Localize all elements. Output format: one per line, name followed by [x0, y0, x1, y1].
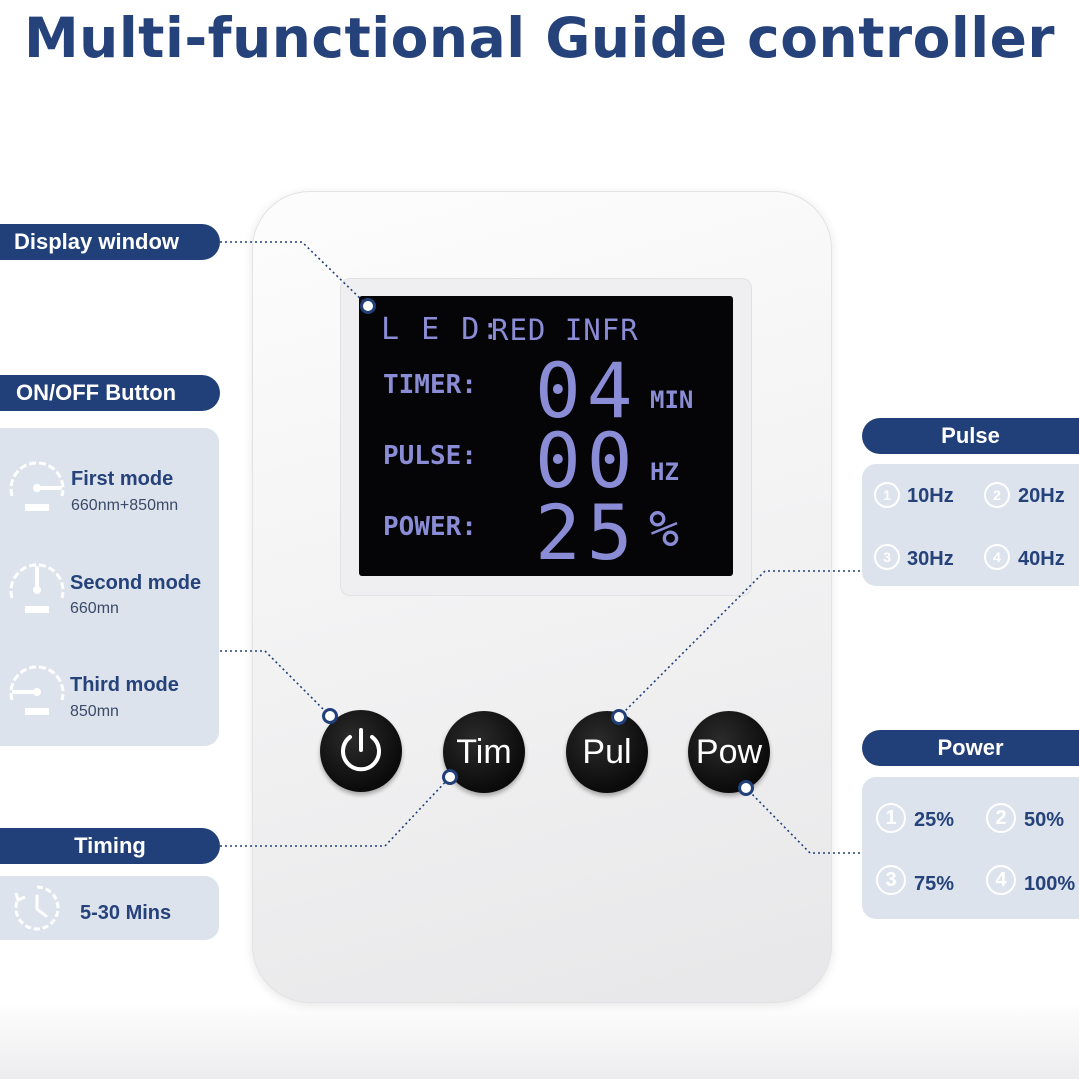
power-option-1-badge: 1	[876, 803, 906, 833]
display-window: L E D: RED INFR TIMER: 04 MIN PULSE: 00 …	[359, 296, 733, 577]
gauge-icon	[9, 665, 65, 715]
page-title: Multi-functional Guide controller	[23, 6, 1056, 70]
power-option-2: 50%	[1024, 809, 1065, 831]
pulse-option-4-badge: 4	[984, 544, 1010, 570]
display-window-label: Display window	[0, 224, 220, 260]
pulse-option-2-badge: 2	[984, 482, 1010, 508]
power-option-4: 100%	[1024, 873, 1076, 895]
power-option-3: 75%	[914, 873, 955, 895]
power-button[interactable]	[320, 710, 402, 792]
lcd-timer-unit: MIN	[650, 386, 694, 414]
pul-button[interactable]: Pul	[566, 711, 648, 793]
lcd-led-value: RED INFR	[491, 313, 639, 347]
mode-2-title: Second mode	[70, 572, 202, 594]
pulse-option-2: 20Hz	[1018, 485, 1065, 507]
mode-2-sub: 660mn	[70, 600, 119, 617]
modes-panel: First mode 660nm+850mn Second mode 660mn…	[0, 428, 219, 746]
pulse-panel: 1 10Hz 2 20Hz 3 30Hz 4 40Hz	[862, 464, 1079, 586]
power-option-1: 25%	[914, 809, 955, 831]
onoff-callout-dot	[322, 708, 338, 724]
power-callout-dot	[738, 780, 754, 796]
pulse-callout-dot	[611, 709, 627, 725]
lcd-power-unit: %	[649, 500, 680, 558]
lcd-pulse-label: PULSE:	[383, 441, 477, 471]
pulse-option-4: 40Hz	[1018, 548, 1065, 570]
mode-1-title: First mode	[71, 468, 174, 490]
mode-1-sub: 660nm+850mn	[71, 497, 179, 514]
onoff-button-label: ON/OFF Button	[0, 375, 220, 411]
pulse-label: Pulse	[862, 418, 1079, 454]
power-option-4-badge: 4	[986, 865, 1016, 895]
timing-panel: 5-30 Mins	[0, 876, 219, 940]
pulse-option-1-badge: 1	[874, 482, 900, 508]
lcd-timer-label: TIMER:	[383, 370, 477, 400]
power-icon	[341, 728, 381, 772]
clock-icon	[14, 885, 60, 931]
pulse-option-3-badge: 3	[874, 544, 900, 570]
pulse-option-1: 10Hz	[907, 485, 954, 507]
bottom-shadow	[0, 1000, 1079, 1079]
timing-label: Timing	[0, 828, 220, 864]
display-callout-dot	[360, 298, 376, 314]
lcd-led-label: L E D:	[381, 312, 502, 347]
power-option-2-badge: 2	[986, 803, 1016, 833]
power-label: Power	[862, 730, 1079, 766]
power-option-3-badge: 3	[876, 865, 906, 895]
lcd-timer-value: 04	[535, 346, 639, 435]
mode-3-title: Third mode	[70, 674, 179, 696]
lcd-power-value: 25	[535, 488, 639, 577]
timing-callout-dot	[442, 769, 458, 785]
lcd-pulse-unit: HZ	[650, 458, 679, 486]
pulse-option-3: 30Hz	[907, 548, 954, 570]
pow-button[interactable]: Pow	[688, 711, 770, 793]
power-panel: 1 25% 2 50% 3 75% 4 100%	[862, 777, 1079, 919]
lcd-pulse-value: 00	[535, 416, 639, 505]
lcd-power-label: POWER:	[383, 512, 477, 542]
gauge-icon	[9, 563, 65, 613]
mode-3-sub: 850mn	[70, 703, 119, 720]
gauge-icon	[9, 461, 65, 511]
timing-range: 5-30 Mins	[80, 902, 172, 924]
